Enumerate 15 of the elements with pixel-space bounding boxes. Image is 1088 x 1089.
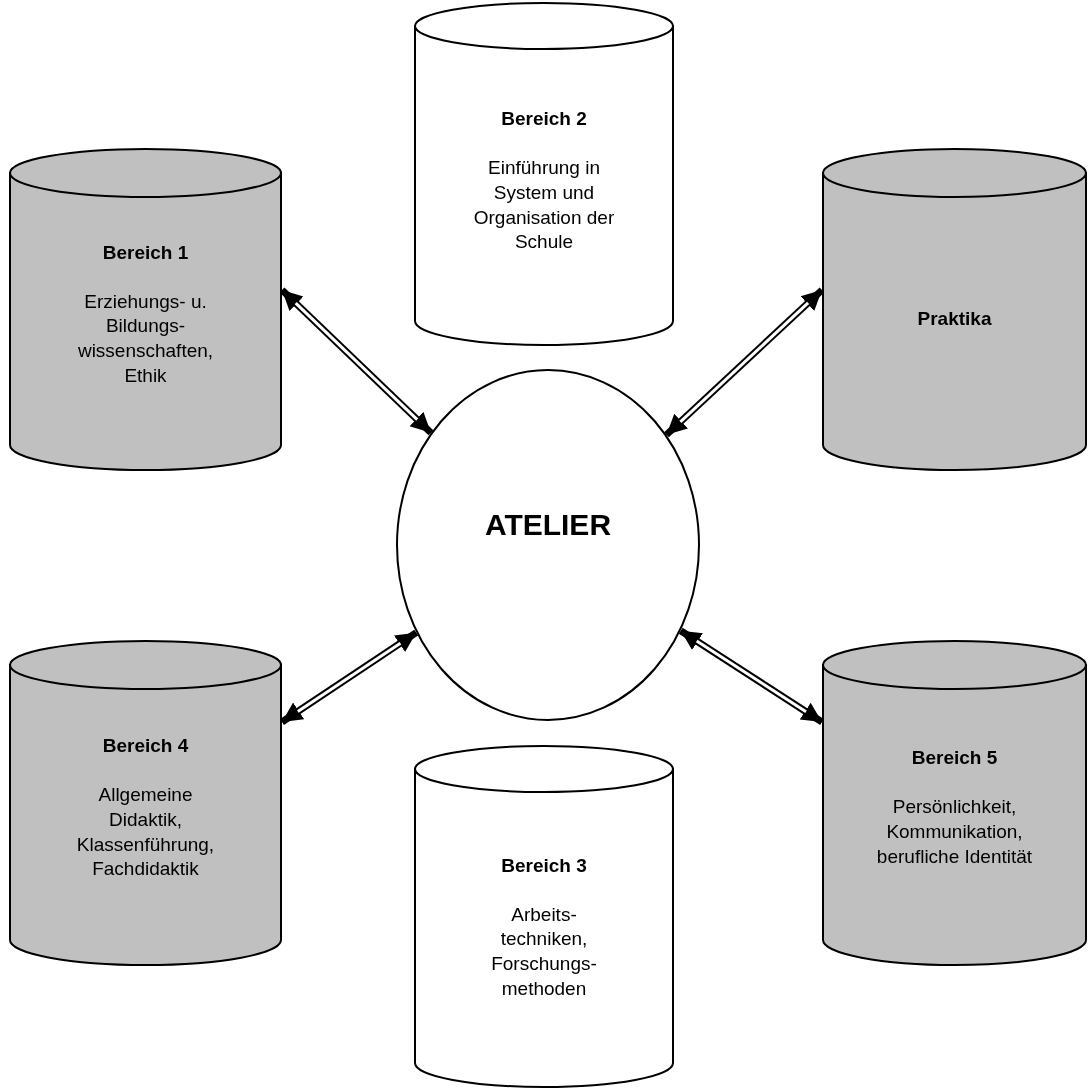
double-arrow: [678, 627, 824, 725]
description: Persönlichkeit, Kommunikation, berufliche Identität: [875, 795, 1034, 869]
heading: ATELIER: [484, 508, 612, 542]
double-arrow: [280, 629, 419, 725]
description: Einführung in System und Organisation der Schule: [472, 156, 616, 255]
description: Erziehungs- u. Bildungs- wissenschaften, Ethik: [76, 289, 215, 388]
description: Arbeits- techniken, Forschungs- methoden: [490, 902, 598, 1001]
heading: Bereich 2: [501, 108, 587, 131]
heading: Praktika: [917, 308, 992, 330]
description: Allgemeine Didaktik, Klassenführung, Fachdidaktik: [75, 783, 216, 882]
double-arrow: [664, 287, 825, 438]
heading: Bereich 1: [102, 241, 189, 264]
heading: Bereich 4: [102, 735, 189, 758]
heading: Bereich 5: [911, 747, 998, 770]
heading: Bereich 3: [501, 854, 587, 877]
